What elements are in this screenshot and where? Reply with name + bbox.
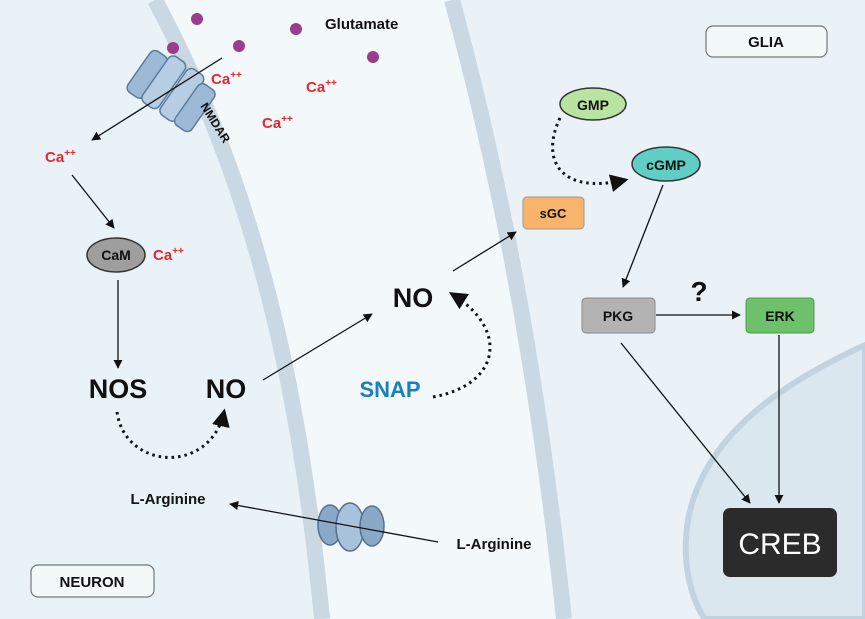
neuron-label-box: [30, 564, 155, 598]
neuron-membrane: [147, 0, 330, 619]
snap-label: SNAP: [359, 377, 420, 402]
dotted-arrows: [115, 117, 629, 459]
nmdar-receptor: [126, 49, 216, 133]
pkg-node: [581, 297, 656, 334]
solid-arrows: [71, 57, 784, 543]
pkg-label: PKG: [603, 308, 633, 324]
calcium-label-5: Ca++: [153, 246, 184, 264]
calcium-label-4: Ca++: [45, 148, 76, 166]
l-arginine-left-label: L-Arginine: [131, 491, 206, 508]
glia-label: GLIA: [748, 34, 784, 51]
glia-membrane: [444, 0, 572, 619]
cgmp-label: cGMP: [646, 157, 686, 173]
creb-label: CREB: [738, 528, 821, 561]
l-arginine-right-label: L-Arginine: [457, 536, 532, 553]
cgmp-node: [631, 146, 701, 182]
cam-label: CaM: [101, 247, 131, 263]
sgc-label: sGC: [540, 206, 567, 221]
calcium-label-1: Ca++: [211, 70, 242, 88]
gmp-label: GMP: [577, 97, 609, 113]
question-mark: ?: [690, 276, 707, 307]
erk-node: [745, 297, 815, 334]
creb-node: [723, 508, 837, 577]
neuron-label: NEURON: [59, 574, 124, 591]
calcium-label-2: Ca++: [306, 78, 337, 96]
calcium-label-3: Ca++: [262, 114, 293, 132]
no-neuron-label: NO: [206, 374, 247, 404]
glutamate-molecules: [167, 13, 379, 63]
erk-label: ERK: [765, 308, 795, 324]
extracellular-region: [160, 0, 720, 619]
glia-label-box: [705, 25, 828, 58]
no-center-label: NO: [393, 283, 434, 313]
glutamate-label: Glutamate: [325, 16, 398, 33]
sgc-node: [522, 196, 585, 230]
nos-label: NOS: [89, 374, 148, 404]
cam-node: [86, 237, 146, 273]
arginine-transporter: [317, 502, 385, 552]
gmp-node: [559, 87, 627, 121]
